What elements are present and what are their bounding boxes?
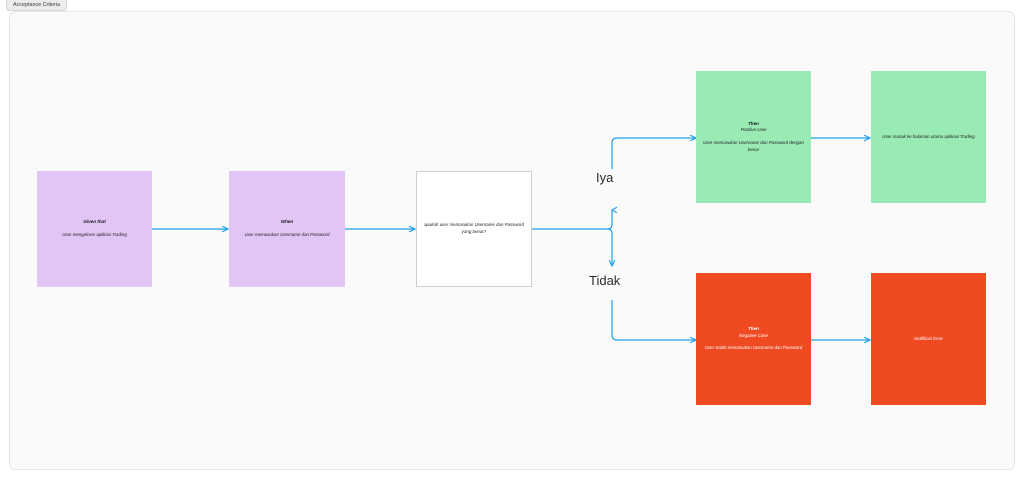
node-then-positive-subtitle: Positive case xyxy=(740,127,767,133)
node-then-negative[interactable]: Then Negative Case User Salah memasukan … xyxy=(696,273,811,405)
branch-label-yes[interactable]: Iya xyxy=(596,170,614,185)
node-then-positive-title: Then xyxy=(748,120,759,126)
node-when[interactable]: When User memasukan Username dan Passwor… xyxy=(229,171,345,287)
node-result-positive[interactable]: User masuk ke halaman utama aplikasi Tra… xyxy=(871,71,986,203)
node-then-negative-subtitle: Negative Case xyxy=(739,332,768,338)
node-then-positive-body: User memasukan Username dan Password den… xyxy=(703,139,804,152)
diagram-canvas[interactable]: Given that User mengakses aplikasi Tradi… xyxy=(9,11,1015,470)
tab-strip: Acceptance Criteria xyxy=(0,0,1024,12)
node-result-negative[interactable]: Notifikasi Error xyxy=(871,273,986,405)
node-given-that-body: User mengakses aplikasi Trading xyxy=(62,231,127,237)
node-when-body: User memasukan Username dan Password xyxy=(244,231,330,237)
branch-label-no[interactable]: Tidak xyxy=(589,273,621,288)
node-then-negative-title: Then xyxy=(748,325,759,331)
node-then-negative-body: User Salah memasukan Username dan Passwo… xyxy=(704,345,803,351)
node-decision-body: apakah user memasukan Username dan Passw… xyxy=(424,222,524,234)
node-given-that[interactable]: Given that User mengakses aplikasi Tradi… xyxy=(37,171,152,287)
node-given-that-title: Given that xyxy=(83,219,106,225)
node-result-positive-body: User masuk ke halaman utama aplikasi Tra… xyxy=(882,133,975,139)
node-decision[interactable]: apakah user memasukan Username dan Passw… xyxy=(416,171,532,287)
node-when-title: When xyxy=(280,219,294,225)
node-then-positive[interactable]: Then Positive case User memasukan Userna… xyxy=(696,71,811,203)
node-result-negative-body: Notifikasi Error xyxy=(914,335,943,341)
tab-acceptance-criteria[interactable]: Acceptance Criteria xyxy=(6,0,68,11)
